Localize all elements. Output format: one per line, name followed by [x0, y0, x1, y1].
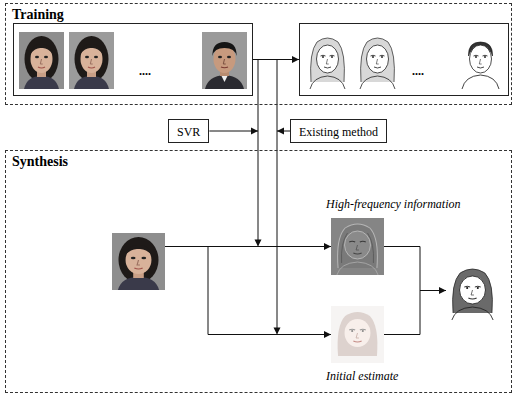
arrow-head [277, 128, 284, 135]
face-image-frame [19, 32, 64, 89]
panel-title: Synthesis [12, 154, 68, 170]
face-image [331, 306, 384, 363]
image-caption: Initial estimate [326, 369, 398, 384]
face-image-frame [69, 32, 114, 89]
face-image-frame [305, 32, 350, 89]
face-image [69, 32, 114, 89]
training-panel: Training........ [5, 3, 512, 105]
flow-line [384, 247, 420, 335]
face-image-frame [355, 32, 400, 89]
arrow-head [292, 56, 299, 63]
process-label: SVR [177, 125, 200, 139]
input-photo-frame [112, 233, 165, 290]
ellipsis-text: .... [139, 64, 151, 79]
synthesis-panel: SynthesisHigh-frequency informationIniti… [5, 150, 512, 393]
face-image [331, 218, 384, 275]
arrow-head [251, 128, 258, 135]
face-image-frame [331, 306, 384, 363]
face-image [355, 32, 400, 89]
face-image [446, 263, 499, 320]
arrow-head [324, 243, 331, 250]
flow-line [165, 246, 331, 247]
process-label: Existing method [299, 125, 378, 139]
flow-line [209, 131, 258, 132]
flow-line [277, 60, 278, 334]
photo-set: .... [13, 23, 253, 96]
image-node: Initial estimate [326, 303, 398, 384]
face-image [112, 233, 165, 290]
output-sketch-frame [446, 263, 499, 320]
ellipsis-text: .... [412, 64, 424, 79]
face-image [305, 32, 350, 89]
arrow-head [274, 328, 281, 335]
face-image-frame [202, 32, 247, 89]
sketch-set: .... [299, 23, 509, 96]
image-caption: High-frequency information [326, 197, 461, 212]
panel-title: Training [12, 7, 64, 23]
face-image-frame [458, 32, 503, 89]
process-box: SVR [168, 119, 209, 143]
arrow-head [324, 331, 331, 338]
arrow-head [255, 240, 262, 247]
flow-line [258, 60, 259, 246]
arrow-head [439, 287, 446, 294]
image-node: High-frequency information [326, 197, 461, 275]
process-box: Existing method [290, 119, 387, 143]
flow-line [208, 247, 331, 335]
face-image [202, 32, 247, 89]
face-image [19, 32, 64, 89]
face-image [458, 32, 503, 89]
face-image-frame [331, 218, 384, 275]
